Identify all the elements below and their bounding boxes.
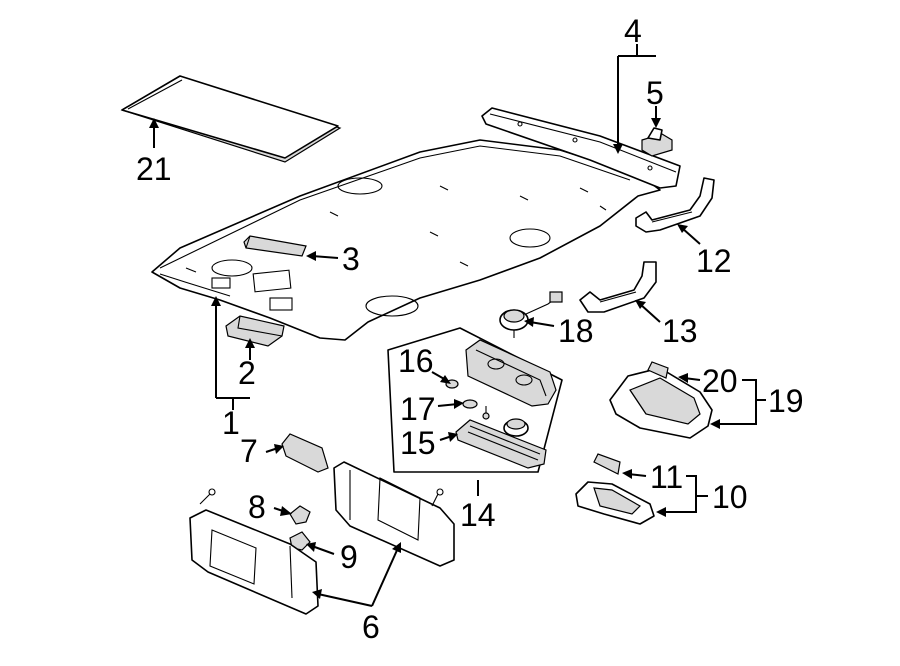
part-13-grab-handle bbox=[579, 261, 657, 313]
part-14-knob bbox=[503, 418, 529, 437]
callout-15: 15 bbox=[400, 425, 436, 461]
part-21-panel bbox=[120, 75, 342, 163]
leader-lines bbox=[149, 44, 766, 607]
callout-2: 2 bbox=[238, 355, 256, 391]
callout-16: 16 bbox=[398, 343, 434, 379]
callout-4: 4 bbox=[624, 13, 642, 49]
part-8-clip bbox=[289, 505, 311, 525]
part-10-lamp bbox=[575, 481, 655, 525]
callout-13: 13 bbox=[662, 313, 698, 349]
callout-12: 12 bbox=[696, 243, 732, 279]
callout-6: 6 bbox=[362, 609, 380, 645]
part-3-trim-strip bbox=[243, 235, 307, 257]
part-4-roof-rail bbox=[481, 107, 681, 189]
callout-18: 18 bbox=[558, 313, 594, 349]
callout-11: 11 bbox=[650, 459, 683, 495]
callout-19: 19 bbox=[768, 383, 804, 419]
callout-7: 7 bbox=[240, 433, 258, 469]
part-18-socket bbox=[499, 291, 563, 338]
part-11-bulb bbox=[593, 453, 621, 475]
callout-3: 3 bbox=[342, 241, 360, 277]
part-19-map-light bbox=[609, 367, 713, 439]
callout-10: 10 bbox=[712, 479, 748, 515]
callout-20: 20 bbox=[702, 363, 738, 399]
callout-labels: 21 1 2 3 4 5 12 13 18 16 17 15 14 20 19 … bbox=[136, 13, 804, 645]
callout-9: 9 bbox=[340, 539, 358, 575]
part-2-light bbox=[225, 315, 285, 347]
callout-5: 5 bbox=[646, 75, 664, 111]
callout-14: 14 bbox=[460, 497, 496, 533]
part-1-headliner bbox=[151, 139, 661, 341]
part-6-sun-visor-right bbox=[333, 461, 455, 567]
part-5-clip bbox=[641, 127, 673, 157]
callout-17: 17 bbox=[400, 391, 436, 427]
part-6-sun-visor-left bbox=[189, 488, 319, 615]
part-20-bulb bbox=[647, 361, 669, 379]
callout-8: 8 bbox=[248, 489, 266, 525]
part-14-dome-housing bbox=[465, 339, 557, 407]
part-12-grab-handle bbox=[635, 177, 715, 233]
part-15-lens bbox=[455, 419, 547, 469]
part-17-bulb bbox=[462, 399, 490, 420]
part-7-cover bbox=[281, 433, 329, 473]
callout-21: 21 bbox=[136, 151, 172, 187]
callout-1: 1 bbox=[222, 405, 240, 441]
